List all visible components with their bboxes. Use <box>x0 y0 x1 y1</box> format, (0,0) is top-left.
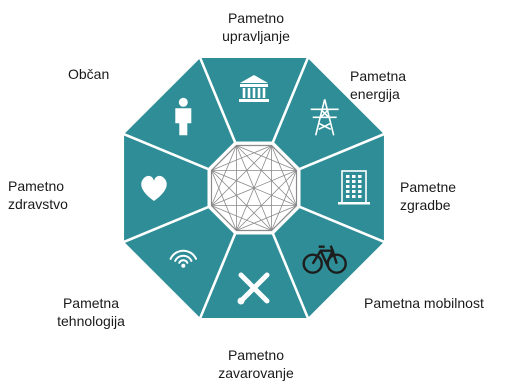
network-link <box>211 170 272 231</box>
wifi-icon <box>169 249 197 268</box>
heart-icon <box>141 175 167 201</box>
label-security: Pametno zavarovanje <box>218 347 294 381</box>
label-health: Pametno zdravstvo <box>8 178 68 212</box>
network-link <box>211 205 272 231</box>
label-governance: Pametno upravljanje <box>222 10 290 44</box>
office-building-icon <box>338 170 370 205</box>
label-buildings: Pametne zgradbe <box>400 179 457 213</box>
bicycle-icon <box>302 245 347 274</box>
person-icon <box>175 97 192 136</box>
network-link <box>236 205 297 231</box>
power-pylon-icon <box>310 99 339 136</box>
label-mobility: Pametna mobilnost <box>364 295 484 311</box>
label-energy: Pametna energija <box>350 68 407 102</box>
network-link <box>211 170 237 231</box>
government-building-icon <box>239 75 269 102</box>
label-citizen: Občan <box>68 66 110 82</box>
network-link <box>211 170 297 206</box>
label-technology: Pametna tehnologija <box>57 295 125 329</box>
crossed-tools-icon <box>237 272 270 305</box>
network-link <box>211 145 272 171</box>
